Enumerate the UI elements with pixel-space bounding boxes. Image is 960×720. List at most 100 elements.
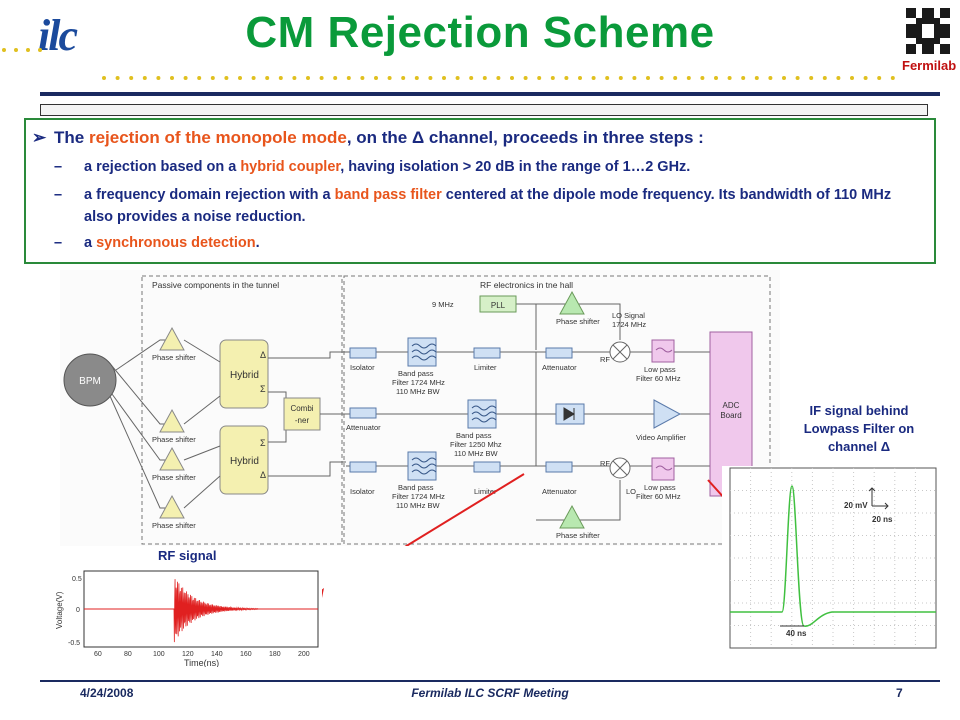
main-bullet-text-2: , on the Δ channel, proceeds in three st…: [346, 128, 704, 147]
phase-shifter-lo-lower: [559, 504, 585, 529]
lowpass-lower-label-2: Filter 60 MHz: [636, 492, 681, 501]
bp3-label-2: Filter 1724 MHz: [392, 492, 445, 501]
rf-xtick-6: 160: [240, 651, 252, 658]
rf-signal-label: RF signal: [158, 548, 217, 563]
combiner: [283, 397, 321, 431]
hybrid-upper-label: Hybrid: [230, 370, 259, 381]
rf-electronics-title: RF electronics in tne hall: [480, 280, 573, 290]
passive-components-title: Passive components in the tunnel: [152, 280, 279, 290]
limiter-lower-label: Limiter: [474, 487, 497, 496]
main-bullet: ➢ The rejection of the monopole mode, on…: [32, 128, 924, 148]
hybrid-upper: [219, 339, 269, 409]
footer-meeting: Fermilab ILC SCRF Meeting: [411, 686, 569, 700]
rf-signal-plot: 0.5 0 -0.5 60 80 100 120 140 160 180 200…: [54, 567, 322, 667]
step-1-text-1: a rejection based on a: [84, 159, 241, 175]
step-2: – a frequency domain rejection with a ba…: [54, 184, 924, 228]
rf-xtick-8: 200: [298, 651, 310, 658]
lowpass-lower: [651, 457, 675, 481]
rf-xtick-7: 180: [269, 651, 281, 658]
bp1-label-1: Band pass: [398, 369, 434, 378]
main-bullet-highlight: rejection of the monopole mode: [88, 128, 347, 147]
rf-ytick-3: -0.5: [68, 640, 80, 647]
attenuator-lower: [545, 461, 573, 473]
dash-3: –: [54, 235, 63, 251]
main-bullet-text-1: The: [54, 128, 89, 147]
bp2-label-2: Filter 1250 Mhz: [450, 440, 502, 449]
rf-xtick-5: 140: [211, 651, 223, 658]
fermilab-logo-text: Fermilab: [902, 58, 957, 73]
step-3-highlight: synchronous detection: [96, 235, 256, 251]
attenuator-middle-label: Attenuator: [346, 423, 381, 432]
phase-shifter-label-1: Phase shifter: [152, 353, 196, 362]
nine-mhz-label: 9 MHz: [432, 300, 454, 309]
rf-xtick-4: 120: [182, 651, 194, 658]
footer-rule: [40, 680, 940, 682]
rf-electronics-box: [343, 275, 771, 545]
phase-shifter-lo-upper-label: Phase shifter: [556, 317, 600, 326]
mixer-upper-rf: RF: [600, 355, 610, 364]
bpm-label: BPM: [79, 376, 101, 387]
if-label-line-2: Lowpass Filter on: [803, 421, 915, 436]
hybrid-lower-label: Hybrid: [230, 456, 259, 467]
hybrid-upper-delta: Δ: [260, 350, 266, 360]
mixer-lower-lo: LO: [626, 487, 636, 496]
step-3: – a synchronous detection.: [54, 232, 924, 254]
hybrid-lower-sigma: Σ: [260, 438, 266, 448]
attenuator-upper-label: Attenuator: [542, 363, 577, 372]
video-amplifier-label: Video Amplifier: [636, 433, 686, 442]
step-2-highlight: band pass filter: [334, 187, 442, 203]
page-number: 7: [896, 686, 903, 700]
lowpass-upper-label-2: Filter 60 MHz: [636, 374, 681, 383]
bp3-label-3: 110 MHz BW: [396, 501, 441, 510]
pll-label: PLL: [491, 301, 506, 310]
step-2-text-2: centered at the dipole mode frequency. I…: [84, 187, 892, 225]
if-scale-voltage: 20 mV: [844, 501, 868, 510]
pll-block: [479, 295, 517, 313]
lowpass-upper: [651, 339, 675, 363]
arrow-to-rf-plot: [404, 473, 525, 546]
rf-waveform: [173, 579, 259, 643]
footer-date: 4/24/2008: [80, 686, 134, 700]
decorative-dots-row: [102, 76, 895, 80]
bp2-label-3: 110 MHz BW: [454, 449, 499, 458]
phase-shifter-label-2: Phase shifter: [152, 435, 196, 444]
limiter-upper: [473, 347, 501, 359]
rf-ytick-2: 0: [76, 607, 80, 614]
attenuator-middle: [349, 407, 377, 419]
bp3-label-1: Band pass: [398, 483, 434, 492]
step-1: – a rejection based on a hybrid coupler,…: [54, 156, 924, 178]
bp1-label-3: 110 MHz BW: [396, 387, 441, 396]
passive-components-box: [141, 275, 343, 545]
dash-1: –: [54, 159, 63, 175]
summary-box: ➢ The rejection of the monopole mode, on…: [24, 118, 936, 264]
combiner-label-1: Combi: [290, 404, 313, 413]
lowpass-upper-label-1: Low pass: [644, 365, 676, 374]
adc-label-1: ADC: [723, 401, 740, 410]
phase-shifter-3: [159, 446, 185, 471]
isolator-upper-label: Isolator: [350, 363, 375, 372]
attenuator-lower-label: Attenuator: [542, 487, 577, 496]
if-label-line-3: channel Δ: [827, 439, 891, 454]
adc-label-2: Board: [720, 411, 741, 420]
combiner-label-2: -ner: [295, 416, 310, 425]
attenuator-upper: [545, 347, 573, 359]
lo-signal-label-2: 1724 MHz: [612, 320, 646, 329]
if-plot-frame: [729, 467, 937, 649]
step-2-text-1: a frequency domain rejection with a: [84, 187, 335, 203]
fermilab-logo-icon: [906, 8, 950, 54]
limiter-lower: [473, 461, 501, 473]
rf-xtick-3: 100: [153, 651, 165, 658]
hybrid-lower-delta: Δ: [260, 470, 266, 480]
phase-shifter-label-3: Phase shifter: [152, 473, 196, 482]
header-rule-box: [40, 104, 928, 116]
isolator-lower-label: Isolator: [350, 487, 375, 496]
header-rule: [40, 92, 940, 96]
if-scale-width: 40 ns: [786, 629, 807, 638]
rf-xlabel: Time(ns): [184, 658, 219, 667]
ilc-logo: ilc: [38, 11, 78, 60]
lo-signal-label-1: LO Signal: [612, 311, 645, 320]
if-label-line-1: IF signal behind: [809, 403, 909, 418]
lowpass-lower-label-1: Low pass: [644, 483, 676, 492]
decorative-dots-left: [2, 48, 42, 52]
slide-title: CM Rejection Scheme: [245, 8, 715, 57]
